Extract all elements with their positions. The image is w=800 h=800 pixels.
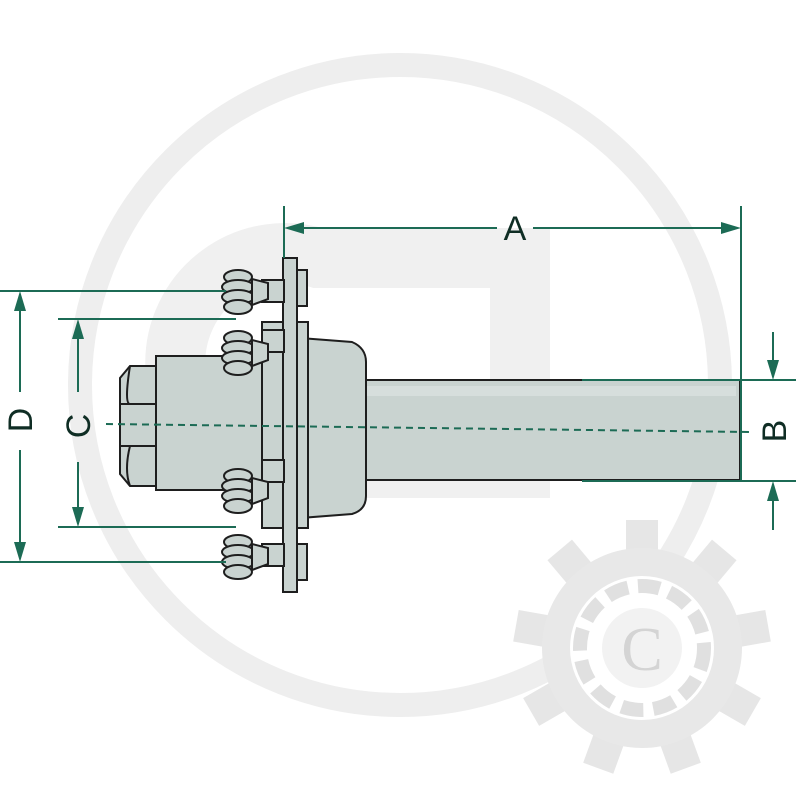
hub-body (155, 355, 263, 491)
flange-washer-top (296, 269, 308, 307)
shaft-highlight (366, 386, 736, 396)
wheel-nut (221, 330, 269, 376)
dimension-b (582, 332, 796, 530)
dimension-label-d: D (2, 408, 40, 433)
watermark: C (68, 53, 771, 774)
hub-assembly (119, 257, 741, 593)
dimension-lines (0, 206, 796, 563)
dimension-c (58, 318, 236, 528)
hub-nut (119, 365, 157, 487)
dimension-label-c: C (60, 414, 98, 439)
watermark-gear-logo: C (513, 520, 771, 774)
dimension-d (0, 290, 226, 563)
gear-letter: C (621, 616, 662, 684)
wheel-nut (221, 534, 269, 580)
wheel-nut (221, 269, 269, 315)
dimension-label-a: A (504, 210, 527, 248)
dimension-a (283, 206, 742, 480)
hub-cone (299, 336, 367, 520)
wheel-nut (221, 468, 269, 514)
flange-washer-bottom (296, 543, 308, 581)
flange-plate (282, 257, 298, 593)
dimension-label-b: B (756, 420, 794, 443)
